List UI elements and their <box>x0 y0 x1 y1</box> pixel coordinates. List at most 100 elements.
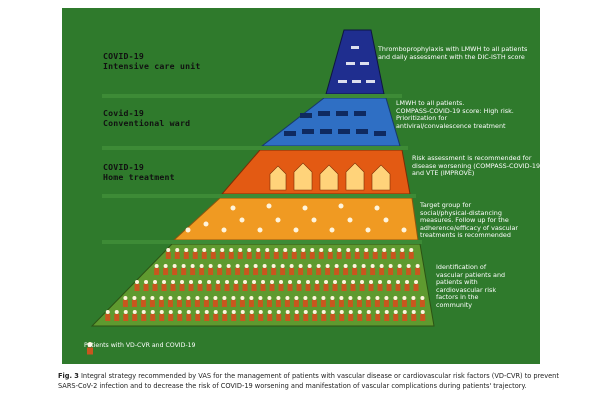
crowd-person-body <box>150 314 156 321</box>
crowd-person-body <box>282 252 288 259</box>
crowd-person-head <box>252 280 257 284</box>
crowd-person-body <box>332 284 338 291</box>
crowd-person-body <box>251 284 257 291</box>
crowd-person-body <box>305 284 311 291</box>
crowd-person-head <box>303 296 308 300</box>
level-ward-description: LMWH to all patients. COMPASS-COVID-19 s… <box>396 99 514 130</box>
desc-line: factors in the <box>436 293 479 302</box>
crowd-person-head <box>267 310 272 314</box>
crowd-person-body <box>149 300 155 307</box>
crowd-person-head <box>195 310 200 314</box>
crowd-person-head <box>384 296 389 300</box>
crowd-person-head <box>369 280 374 284</box>
crowd-person-body <box>311 300 317 307</box>
level-home-title: COVID-19 Home treatment <box>103 162 175 182</box>
crowd-person-head <box>303 310 308 314</box>
legend-label: Patients with VD-CVR and COVID-19 <box>84 342 196 349</box>
crowd-person-head <box>357 310 362 314</box>
crowd-person-head <box>226 264 231 268</box>
crowd-person-head <box>351 280 356 284</box>
crowd-person-body <box>231 314 237 321</box>
crowd-person-body <box>257 300 263 307</box>
crowd-person-body <box>307 268 313 275</box>
ward-beds <box>284 111 386 136</box>
crowd-person-head <box>346 248 351 252</box>
crowd-person-body <box>123 314 129 321</box>
crowd-person-head <box>387 280 392 284</box>
crowd-person-head <box>325 264 330 268</box>
crowd-person-body <box>287 284 293 291</box>
crowd-person-body <box>318 252 324 259</box>
desc-line: Identification of <box>436 263 487 271</box>
crowd-person-head <box>391 248 396 252</box>
level-ward-title: Covid-19 Conventional ward <box>103 108 190 128</box>
crowd-person-body <box>348 314 354 321</box>
crowd-person-body <box>168 314 174 321</box>
crowd-person-body <box>154 268 160 275</box>
crowd-person-head <box>172 264 177 268</box>
desc-line: Risk assessment is recommended for <box>412 154 532 162</box>
crowd-person-body <box>255 252 261 259</box>
crowd-person-head <box>177 296 182 300</box>
crowd-person-head <box>208 264 213 268</box>
desc-line: vascular patients and <box>436 270 506 279</box>
crowd-person-head <box>114 310 119 314</box>
crowd-person-head <box>168 296 173 300</box>
crowd-person-body <box>215 284 221 291</box>
crowd-person-head <box>348 296 353 300</box>
crowd-person-body <box>221 300 227 307</box>
crowd-person-body <box>374 300 380 307</box>
crowd-person-head <box>328 248 333 252</box>
crowd-person-body <box>132 314 138 321</box>
crowd-person-body <box>399 252 405 259</box>
crowd-person-body <box>375 314 381 321</box>
crowd-person-body <box>275 300 281 307</box>
crowd-person-body <box>230 300 236 307</box>
crowd-person-head <box>321 296 326 300</box>
crowd-person-body <box>300 252 306 259</box>
crowd-person-head <box>301 248 306 252</box>
crowd-person-head <box>420 296 425 300</box>
crowd-person-head <box>213 296 218 300</box>
crowd-person-head <box>204 296 209 300</box>
crowd-person-body <box>212 300 218 307</box>
crowd-person-body <box>366 314 372 321</box>
crowd-person-body <box>267 314 273 321</box>
crowd-person-body <box>152 284 158 291</box>
crowd-person-body <box>323 284 329 291</box>
level-distancing-description: Target group for social/physical-distanc… <box>420 201 518 240</box>
crowd-person-body <box>320 300 326 307</box>
level-home-title-line1: COVID-19 <box>103 162 145 172</box>
crowd-person-head <box>253 264 258 268</box>
crowd-person-head <box>132 310 137 314</box>
crowd-person-body <box>122 300 128 307</box>
crowd-person-body <box>188 284 194 291</box>
crowd-person-body <box>165 252 171 259</box>
crowd-person-body <box>105 314 111 321</box>
crowd-person-body <box>239 300 245 307</box>
crowd-person-body <box>158 300 164 307</box>
crowd-person-body <box>266 300 272 307</box>
crowd-person-head <box>307 264 312 268</box>
crowd-person-body <box>228 252 234 259</box>
crowd-person-body <box>177 314 183 321</box>
crowd-person-body <box>383 300 389 307</box>
crowd-person-body <box>321 314 327 321</box>
crowd-person-body <box>190 268 196 275</box>
crowd-person-body <box>163 268 169 275</box>
crowd-person-body <box>140 300 146 307</box>
crowd-person-head <box>195 296 200 300</box>
crowd-person-head <box>180 280 185 284</box>
crowd-person-head <box>420 310 425 314</box>
crowd-person-head <box>361 264 366 268</box>
crowd-person-head <box>400 248 405 252</box>
crowd-person-head <box>339 310 344 314</box>
crowd-person-head <box>292 248 297 252</box>
crowd-person-body <box>170 284 176 291</box>
crowd-person-body <box>408 252 414 259</box>
crowd-person-head <box>289 264 294 268</box>
crowd-person-body <box>357 314 363 321</box>
level-icu-description: Thromboprophylaxis with LMWH to all pati… <box>378 45 527 61</box>
crowd-person-body <box>325 268 331 275</box>
crowd-person-head <box>265 248 270 252</box>
